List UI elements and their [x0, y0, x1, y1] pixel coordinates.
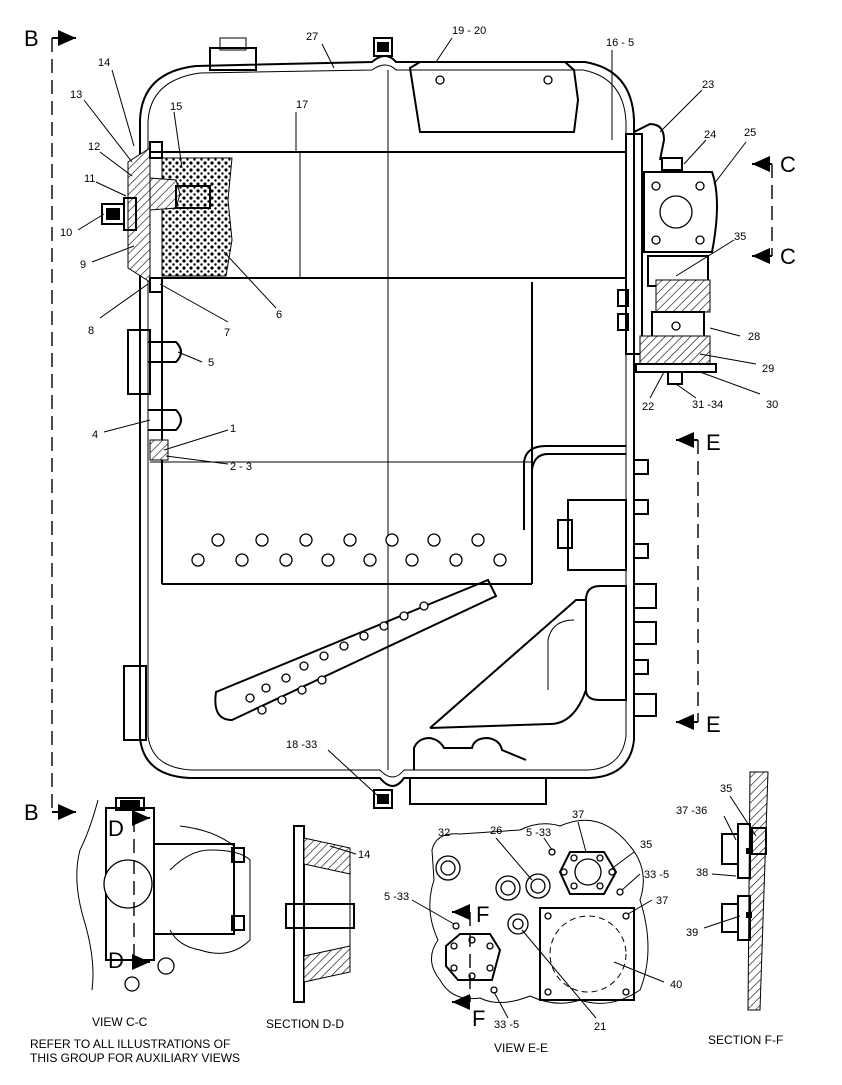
- section-marker-d-bottom: D: [108, 948, 124, 973]
- section-marker-f-top: F: [476, 902, 489, 927]
- seam-bolt-top: [373, 37, 393, 57]
- callout-ee-33-5-right: 33 -5: [644, 869, 669, 881]
- callout-25: 25: [744, 127, 756, 139]
- filter-screen-element: [161, 157, 233, 277]
- callout-22: 22: [642, 401, 654, 413]
- section-marker-e-top: E: [706, 430, 721, 455]
- callout-24: 24: [704, 129, 716, 141]
- section-marker-b-bottom: B: [24, 800, 39, 825]
- callout-28: 28: [748, 331, 760, 343]
- sight-gauge-fitting: [148, 341, 182, 363]
- callout-ff-38: 38: [696, 867, 708, 879]
- callout-18-33: 18 -33: [286, 739, 317, 751]
- callout-27: 27: [306, 31, 318, 43]
- section-marker-c-top: C: [780, 152, 796, 177]
- bottom-skid-plate: [409, 777, 547, 805]
- callout-dd-14: 14: [358, 849, 370, 861]
- note-line-1: REFER TO ALL ILLUSTRATIONS OF: [30, 1037, 230, 1051]
- callout-6: 6: [276, 309, 282, 321]
- callout-30: 30: [766, 399, 778, 411]
- callout-ee-35: 35: [640, 839, 652, 851]
- caption-view-e-e: VIEW E-E: [494, 1041, 548, 1055]
- sight-gauge-fitting-lower: [148, 409, 182, 431]
- callout-2-3: 2 - 3: [230, 461, 252, 473]
- callout-ff-39: 39: [686, 927, 698, 939]
- top-cover-plate: [408, 61, 580, 133]
- caption-view-c-c: VIEW C-C: [92, 1015, 148, 1029]
- leader-lines-main: [77, 37, 761, 797]
- callout-5: 5: [208, 357, 214, 369]
- section-marker-c-bottom: C: [780, 244, 796, 269]
- drain-plug: [149, 439, 169, 461]
- callout-19-20: 19 - 20: [452, 25, 486, 37]
- return-pipe: [413, 445, 627, 770]
- section-marker-d-top: D: [108, 816, 124, 841]
- callout-15: 15: [170, 101, 182, 113]
- section-f-f: [721, 771, 769, 1011]
- tank-outer-shell: [139, 55, 635, 787]
- callout-17: 17: [296, 99, 308, 111]
- callout-ee-37-top: 37: [572, 809, 584, 821]
- callout-ee-40: 40: [670, 979, 682, 991]
- outlet-flange-assembly: [617, 122, 718, 385]
- callout-ee-21: 21: [594, 1021, 606, 1033]
- fill-cap: [209, 37, 257, 71]
- caption-section-d-d: SECTION D-D: [266, 1017, 344, 1031]
- callout-23: 23: [702, 79, 714, 91]
- callout-16-5: 16 - 5: [606, 37, 634, 49]
- left-mount-pad: [123, 665, 147, 741]
- callout-9: 9: [80, 259, 86, 271]
- callout-4: 4: [92, 429, 98, 441]
- section-line-e: [676, 432, 699, 730]
- callout-ee-26: 26: [490, 825, 502, 837]
- view-e-e: [429, 819, 649, 1010]
- baffle-hole-row: [191, 533, 507, 567]
- section-marker-b-top: B: [24, 26, 39, 51]
- callout-ee-33-5-bottom: 33 -5: [494, 1019, 519, 1031]
- section-line-b: [51, 30, 76, 820]
- section-d-d: [285, 825, 357, 1003]
- callout-ee-37-right: 37: [656, 895, 668, 907]
- callout-10: 10: [60, 227, 72, 239]
- callout-ee-5-33-left: 5 -33: [384, 891, 409, 903]
- callout-ff-37-36: 37 -36: [676, 805, 707, 817]
- callout-14: 14: [98, 57, 110, 69]
- section-marker-e-bottom: E: [706, 712, 721, 737]
- leader-lines-ee: [411, 821, 665, 1019]
- leader-lines-ff: [703, 795, 757, 929]
- mounting-plate: [625, 133, 643, 355]
- callout-11: 11: [84, 173, 95, 185]
- filter-housing: [150, 151, 626, 279]
- right-bolts: [633, 459, 657, 717]
- callout-29: 29: [762, 363, 774, 375]
- callout-12: 12: [88, 141, 100, 153]
- callout-1: 1: [230, 423, 236, 435]
- caption-section-f-f: SECTION F-F: [708, 1033, 783, 1047]
- callout-31-34: 31 -34: [692, 399, 723, 411]
- section-line-c: [752, 156, 773, 264]
- callout-ee-32: 32: [438, 827, 450, 839]
- callout-ee-5-33-top: 5 -33: [526, 827, 551, 839]
- callout-35: 35: [734, 231, 746, 243]
- diffuser-tube: [214, 578, 498, 722]
- callout-13: 13: [70, 89, 82, 101]
- callout-8: 8: [88, 325, 94, 337]
- callout-7: 7: [224, 327, 230, 339]
- view-c-c: [76, 797, 251, 992]
- callout-ff-35: 35: [720, 783, 732, 795]
- relief-valve-assembly: [101, 141, 211, 293]
- note-line-2: THIS GROUP FOR AUXILIARY VIEWS: [30, 1051, 240, 1065]
- section-marker-f-bottom: F: [472, 1006, 485, 1031]
- seam-bolt-bottom: [373, 789, 393, 809]
